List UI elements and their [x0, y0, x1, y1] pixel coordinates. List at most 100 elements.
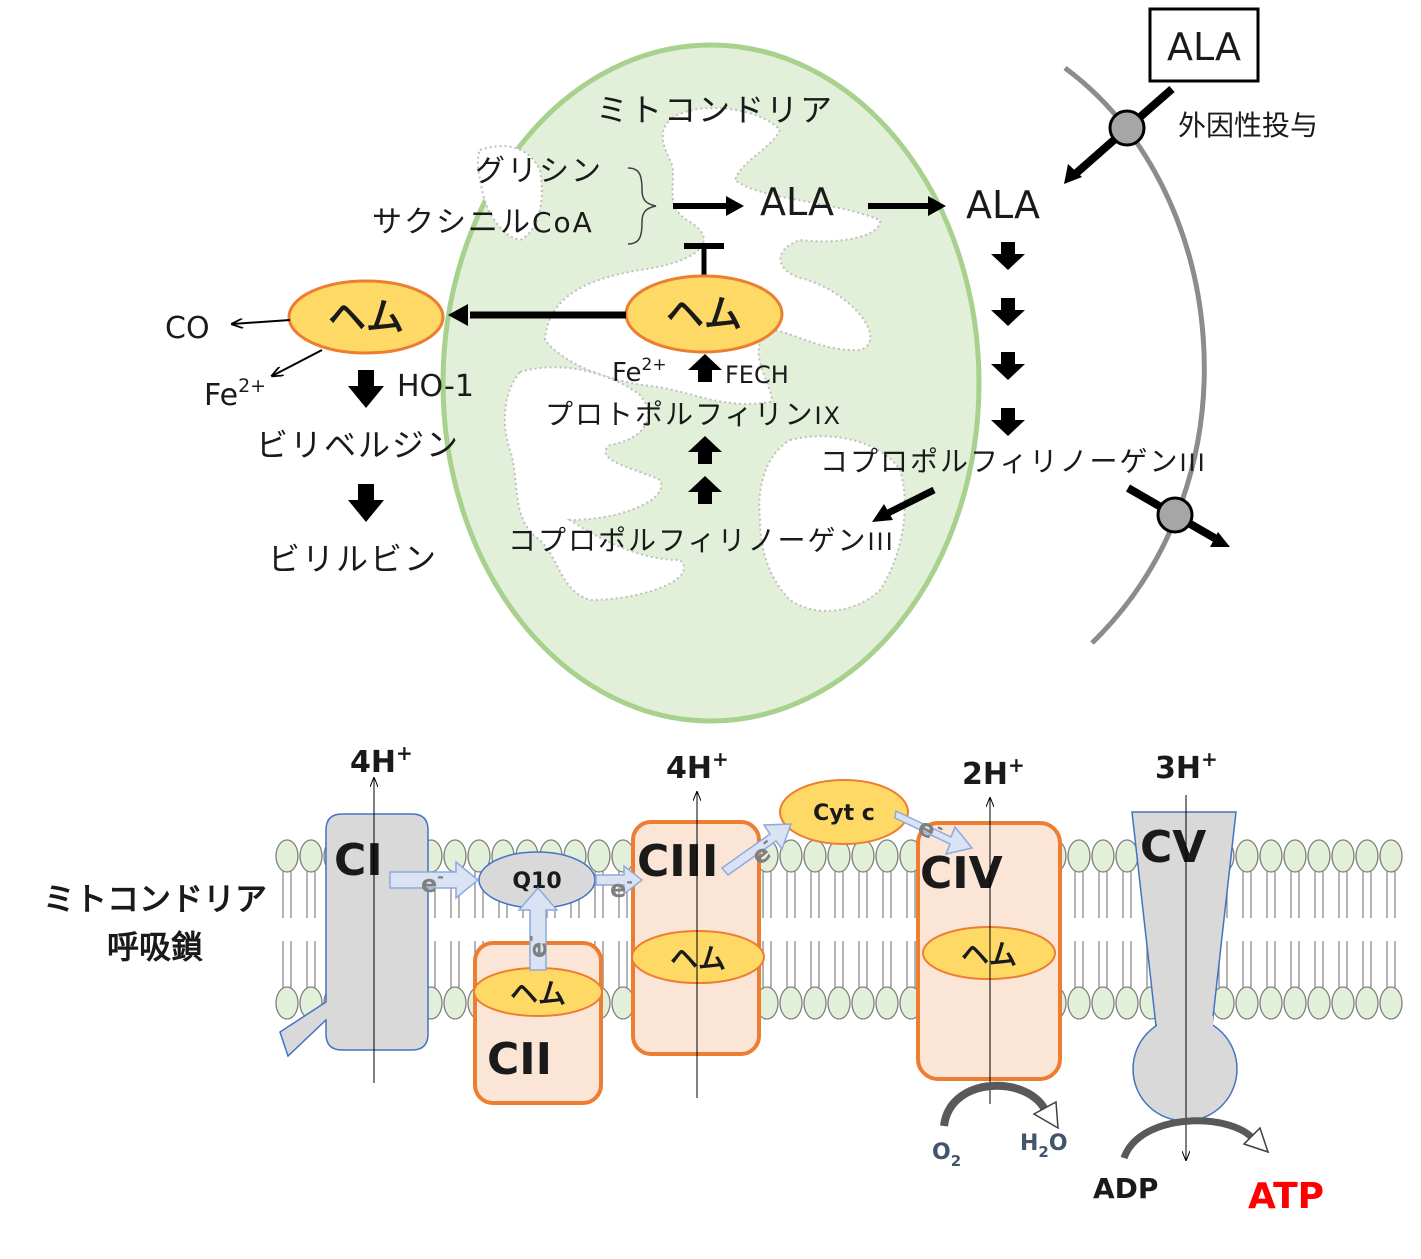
lipid-head: [299, 839, 323, 873]
fech-arrow: [688, 354, 722, 382]
electron-label-2: e-: [610, 872, 633, 903]
crista-2: [503, 366, 685, 602]
atp-label: ATP: [1248, 1176, 1324, 1217]
crista-1: [543, 107, 881, 405]
cyt-c-label: Cyt c: [813, 801, 875, 826]
atp-synthesis-arrowhead: [1242, 1126, 1270, 1154]
lipid-head: [1283, 839, 1307, 873]
oxygen-reduction-arrowhead: [1032, 1100, 1059, 1130]
ho1-label: HO-1: [397, 369, 474, 404]
electron-arrow-q10-ciii: [595, 864, 644, 896]
lipid-head: [779, 839, 803, 873]
fech-label: FECH: [725, 361, 789, 389]
co-arrow: [232, 320, 291, 324]
cyt-c: [779, 779, 909, 845]
electron-arrow-cii-q10: [517, 886, 559, 971]
lipid-head: [611, 986, 635, 1020]
transporter-bottom: [1156, 496, 1194, 534]
lipid-head: [1355, 986, 1379, 1020]
up-arrow-1: [688, 476, 722, 504]
proton-label-ciii: 4H+: [666, 747, 729, 786]
lipid-head: [875, 986, 899, 1020]
lipid-head: [1235, 839, 1259, 873]
up-arrow-2: [688, 436, 722, 464]
complex-ii-label: CII: [487, 1034, 552, 1085]
ala-synthesis-arrowhead: [726, 196, 744, 216]
bilirubin-arrow: [348, 484, 384, 522]
down-arrow-2: [991, 298, 1025, 326]
proto-label: プロトポルフィリンIX: [545, 398, 842, 431]
ala-inner-label: ALA: [760, 180, 834, 224]
lipid-head: [1091, 839, 1115, 873]
lipid-head: [587, 839, 611, 873]
ala-box: [1148, 7, 1260, 83]
proton-label-cv: 3H+: [1155, 747, 1218, 786]
lipid-bilayer: [275, 839, 1403, 1020]
copro-import-arrowhead: [872, 504, 893, 522]
lipid-head: [1307, 839, 1331, 873]
electron-arrows: [389, 809, 974, 971]
lipid-head: [1331, 986, 1355, 1020]
o2-label: O2: [932, 1140, 961, 1170]
lipid-head: [827, 986, 851, 1020]
lipid-head: [1307, 986, 1331, 1020]
lipid-head: [875, 839, 899, 873]
ala-import-arrowhead: [1064, 164, 1082, 184]
adp-label: ADP: [1093, 1172, 1158, 1205]
heme-inner-label: ヘム: [666, 292, 742, 336]
down-arrow-3: [991, 352, 1025, 380]
proton-label-ci: 4H+: [350, 741, 413, 780]
lipid-head: [1331, 839, 1355, 873]
heme-ciii: [631, 930, 765, 984]
transporter-top: [1108, 109, 1146, 147]
lipid-head: [779, 986, 803, 1020]
down-arrow-4: [991, 408, 1025, 436]
fe-outer-label: Fe2+: [204, 375, 266, 413]
lipid-head: [1283, 986, 1307, 1020]
electron-label-3: e-: [521, 935, 552, 958]
ala-outer-label: ALA: [966, 183, 1040, 227]
heme-cii-label: ヘム: [510, 977, 566, 1010]
electron-arrow-ci-q10: [389, 860, 480, 900]
chain-title-line1: ミトコンドリア: [43, 880, 267, 918]
succinyl-label: サクシニルCoA: [372, 205, 594, 240]
biliverdin-label: ビリベルジン: [256, 426, 460, 464]
chain-title-line2: 呼吸鎖: [107, 928, 203, 966]
electron-arrow-cytc-civ: [894, 809, 974, 856]
copro-import-arrow: [886, 486, 936, 517]
complex-i-label: CI: [334, 835, 383, 886]
lipid-head: [851, 839, 875, 873]
lipid-head: [1067, 839, 1091, 873]
lipid-head: [1115, 839, 1139, 873]
heme-civ-label: ヘム: [961, 938, 1017, 971]
heme-civ: [922, 926, 1056, 980]
ho1-arrow: [348, 370, 384, 408]
mito-label: ミトコンドリア: [596, 91, 834, 129]
lipid-head: [275, 839, 299, 873]
atp-synthesis-arrow: [1120, 1117, 1257, 1160]
lipid-head: [1235, 986, 1259, 1020]
complex-v-label: CV: [1140, 822, 1206, 873]
co-label: CO: [165, 311, 210, 346]
crista-4: [476, 145, 543, 242]
electron-label-1: e-: [421, 867, 444, 898]
exogenous-label: 外因性投与: [1178, 109, 1318, 142]
cell-membrane: [1063, 65, 1207, 645]
ala-box-label: ALA: [1167, 25, 1241, 69]
lipid-head: [1259, 839, 1283, 873]
bilirubin-label: ビリルビン: [268, 540, 438, 578]
fe-release-arrow: [272, 349, 323, 376]
lipid-head: [443, 986, 467, 1020]
heme-outer-label: ヘム: [328, 295, 404, 339]
complex-iv-label: CIV: [920, 848, 1003, 899]
lipid-head: [1379, 986, 1403, 1020]
h2o-label: H2O: [1020, 1131, 1068, 1161]
complex-iii-label: CIII: [637, 836, 718, 887]
lipid-head: [611, 839, 635, 873]
lipid-head: [803, 986, 827, 1020]
copro-outer-label: コプロポルフィリノーゲンIII: [820, 445, 1207, 478]
heme-outer: [287, 279, 445, 355]
substrate-brace: [627, 167, 657, 245]
fe-inner-label: Fe2+: [612, 355, 667, 388]
